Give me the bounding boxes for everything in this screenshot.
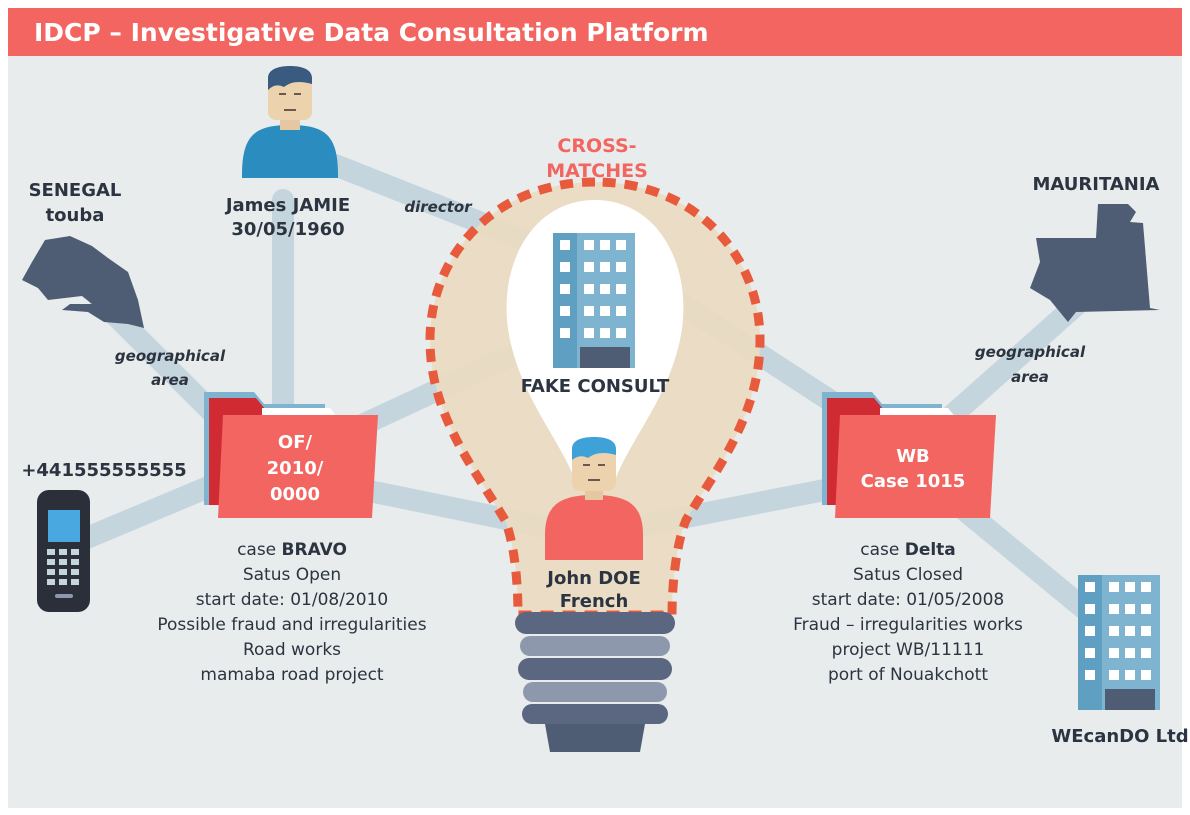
senegal-map-icon [22, 236, 144, 328]
wecando-label: WEcanDO Ltd [1051, 726, 1188, 747]
case-left-start-date: start date: 01/08/2010 [196, 590, 388, 610]
case-right-prefix: case [860, 540, 904, 560]
case-left-status: Satus Open [243, 565, 341, 585]
case-right-name: Delta [905, 540, 956, 560]
james-jamie-person-icon [242, 66, 338, 178]
case-right-project: project WB/11111 [832, 640, 985, 660]
james-jamie-birthdate: 30/05/1960 [231, 219, 344, 240]
geo-left-label-line1: geographical [115, 347, 226, 365]
fake-consult-label: FAKE CONSULT [521, 376, 670, 397]
case-left-title: case BRAVO [237, 540, 347, 560]
john-doe-name: John DOE [545, 568, 641, 589]
case-left-folder-line3: 0000 [270, 484, 320, 505]
case-left-folder-icon [204, 392, 378, 518]
case-right-description: Fraud – irregularities works [793, 615, 1023, 635]
mauritania-label: MAURITANIA [1033, 174, 1160, 195]
john-doe-person-icon [545, 437, 643, 560]
fake-consult-building-icon [553, 233, 635, 368]
james-jamie-name: James JAMIE [224, 195, 350, 216]
case-left-folder-line1: OF/ [278, 432, 313, 453]
senegal-label: SENEGAL [29, 180, 122, 201]
case-left-prefix: case [237, 540, 281, 560]
case-left-project: mamaba road project [200, 665, 384, 685]
geo-right-label-line1: geographical [975, 343, 1086, 361]
case-right-start-date: start date: 01/05/2008 [812, 590, 1004, 610]
mauritania-map-icon [1030, 204, 1160, 322]
crossmatches-label-line2: MATCHES [546, 160, 648, 182]
case-left-description: Possible fraud and irregularities [157, 615, 426, 635]
wecando-building-icon [1078, 575, 1160, 710]
link-label-director: director [404, 198, 473, 216]
case-right-status: Satus Closed [853, 565, 963, 585]
case-right-folder-line1: WB [896, 446, 930, 467]
john-doe-nationality: French [560, 591, 629, 612]
phone-number-label: +441555555555 [21, 460, 186, 481]
case-right-folder-line2: Case 1015 [861, 471, 966, 492]
bulb-screw-base [515, 612, 675, 752]
geo-right-label-line2: area [1011, 368, 1049, 386]
case-left-works: Road works [243, 640, 341, 660]
link-phone-case-left [59, 469, 236, 556]
case-right-folder-icon [822, 392, 996, 518]
geo-left-label-line2: area [151, 371, 189, 389]
case-right-title: case Delta [860, 540, 956, 560]
case-left-folder-line2: 2010/ [267, 458, 324, 479]
mobile-phone-icon [37, 490, 90, 612]
page-title: IDCP – Investigative Data Consultation P… [8, 8, 1182, 56]
case-left-name: BRAVO [282, 540, 347, 560]
senegal-city: touba [46, 205, 105, 226]
crossmatches-label-line1: CROSS- [557, 135, 636, 157]
case-right-location: port of Nouakchott [828, 665, 988, 685]
